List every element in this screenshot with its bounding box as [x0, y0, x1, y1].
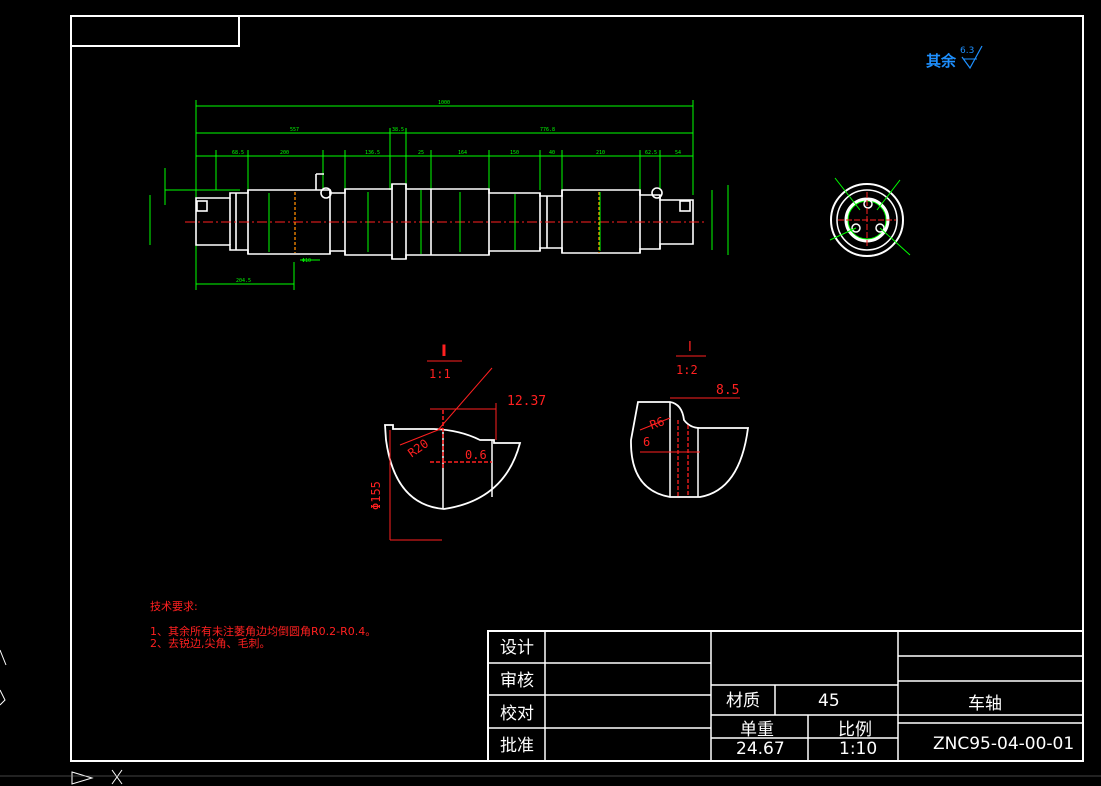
svg-text:Φ10: Φ10	[302, 258, 311, 264]
detail-2-width-dim: 8.5	[716, 383, 739, 398]
svg-text:40: 40	[549, 150, 555, 156]
tb-material-label: 材质	[726, 691, 760, 711]
svg-text:68.5: 68.5	[232, 150, 244, 156]
svg-text:557: 557	[290, 127, 299, 133]
svg-text:54: 54	[675, 150, 681, 156]
technical-requirements: 技术要求: 1、其余所有未注萎角边均倒圆角R0.2-R0.4。 2、去锐边,尖角…	[150, 600, 376, 650]
detail-2-label: I	[688, 340, 692, 355]
detail-1-depth-dim: 0.6	[465, 448, 487, 462]
detail-2-scale: 1:2	[676, 363, 698, 377]
tech-req-item-1: 1、其余所有未注萎角边均倒圆角R0.2-R0.4。	[150, 624, 376, 638]
tb-material-value: 45	[818, 691, 840, 711]
svg-text:38.5: 38.5	[392, 127, 404, 133]
surface-finish-note: 其余 6.3	[926, 45, 983, 70]
tb-part-name: 车轴	[968, 694, 1002, 714]
svg-text:136.5: 136.5	[365, 150, 380, 156]
detail-1-scale: 1:1	[429, 367, 451, 381]
svg-text:150: 150	[510, 150, 519, 156]
title-block-text: 设计 审核 校对 批准 材质 45 单重 24.67 比例 1:10 车轴 ZN…	[500, 638, 1074, 759]
tb-drawing-number: ZNC95-04-00-01	[933, 734, 1074, 754]
shaft-main-view: 1000 557 38.5 776.8 68.5 200 136.5 25 16…	[149, 100, 729, 290]
detail-1-label: I	[441, 341, 447, 360]
svg-text:200: 200	[280, 150, 289, 156]
roughness-symbol-icon	[961, 45, 983, 70]
ucs-icon	[0, 649, 1101, 785]
tb-weight-value: 24.67	[736, 739, 785, 759]
svg-text:25: 25	[418, 150, 424, 156]
tb-row-design: 设计	[500, 638, 534, 658]
tb-row-review: 审核	[500, 671, 534, 691]
detail-1-width-dim: 12.37	[507, 394, 546, 409]
detail-2-small-dim: 6	[643, 435, 650, 449]
tb-row-approve: 批准	[500, 736, 534, 756]
svg-text:776.8: 776.8	[540, 127, 555, 133]
surface-finish-prefix: 其余	[926, 52, 957, 70]
tb-weight-label: 单重	[740, 720, 774, 740]
title-block	[487, 630, 1084, 762]
detail-1-radius-dim: R20	[405, 436, 431, 460]
detail-1-diameter-dim: Φ155	[369, 481, 383, 510]
detail-2-view: I 1:2 8.5 R6 6	[630, 340, 750, 498]
tb-row-check: 校对	[500, 704, 534, 724]
tech-req-title: 技术要求:	[150, 600, 198, 613]
tb-scale-value: 1:10	[839, 739, 877, 759]
shaft-end-view	[829, 177, 911, 257]
tech-req-item-2: 2、去锐边,尖角、毛刺。	[150, 636, 271, 650]
detail-2-radius-dim: R6	[648, 414, 666, 432]
svg-text:62.5: 62.5	[645, 150, 657, 156]
svg-text:1000: 1000	[438, 100, 450, 106]
surface-finish-value: 6.3	[960, 46, 974, 56]
svg-text:204.5: 204.5	[236, 278, 251, 284]
svg-text:210: 210	[596, 150, 605, 156]
corner-label-box	[70, 15, 240, 47]
svg-text:164: 164	[458, 150, 467, 156]
tb-scale-label: 比例	[838, 720, 872, 740]
detail-1-view: I 1:1 12.37 0.6 R20 Φ155	[369, 341, 546, 541]
